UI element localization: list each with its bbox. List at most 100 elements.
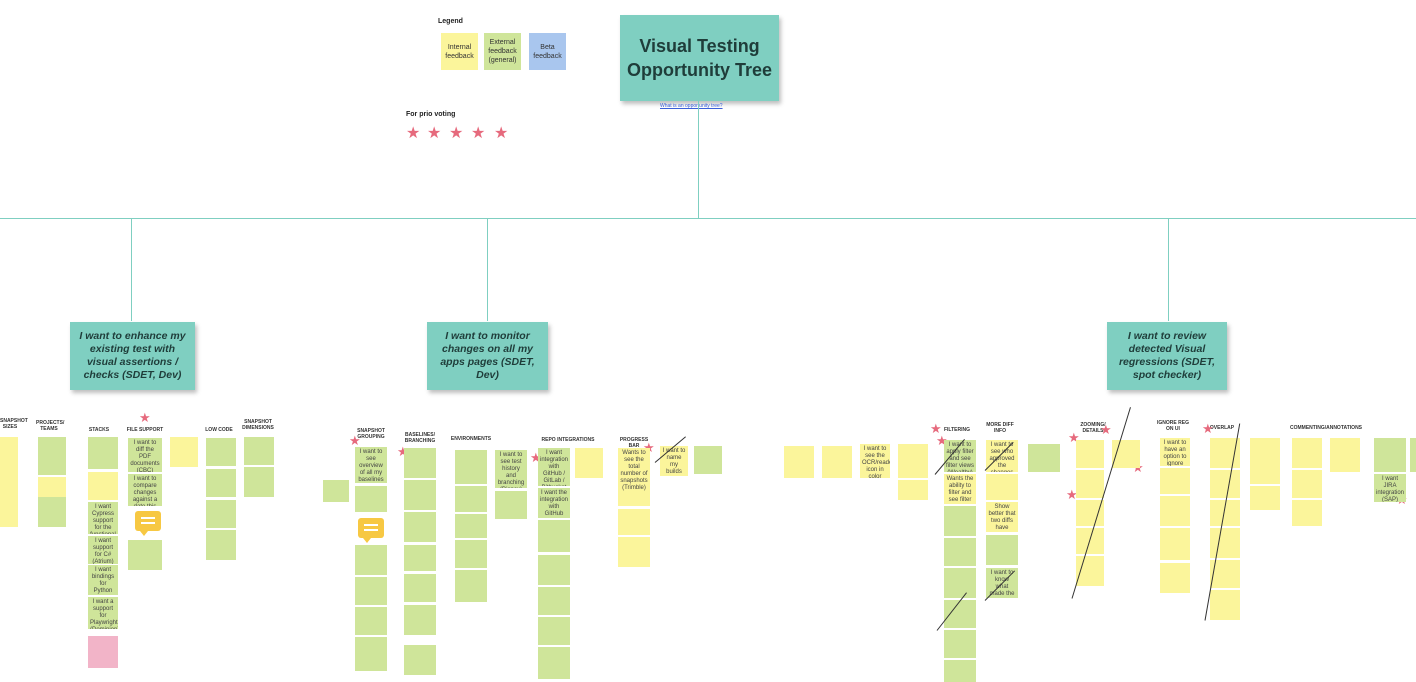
sticky-note	[38, 497, 66, 527]
sticky-note-overview: I want to see overview of all my baselin…	[355, 447, 387, 483]
sticky-note-who-approved: I want to see who approved the changes (…	[986, 440, 1018, 472]
sticky-note	[404, 545, 436, 571]
sticky-note	[404, 574, 436, 602]
category-header: REPO INTEGRATIONS	[541, 437, 595, 443]
sticky-note	[822, 446, 852, 478]
comment-icon[interactable]	[358, 518, 384, 543]
sticky-note	[898, 480, 928, 500]
sticky-note	[1160, 563, 1190, 593]
vote-star-icon: ★	[1066, 487, 1078, 502]
category-header: FILE SUPPORT	[126, 427, 164, 433]
sticky-note	[244, 467, 274, 497]
vote-star-icon[interactable]: ★	[449, 125, 464, 142]
sticky-note	[1028, 444, 1060, 472]
vote-star-icon: ★	[349, 433, 361, 448]
connector-line	[487, 218, 488, 321]
category-header: SNAPSHOT SIZES	[0, 418, 28, 430]
sticky-note-jira: I want JIRA integration (SAP)	[1374, 474, 1406, 502]
sticky-note-ocr: I want to see the OCR/reader icon in col…	[860, 444, 890, 478]
sticky-note-pdf-diff: I want to diff the PDF documents (CBC)	[128, 438, 162, 472]
sticky-note	[538, 647, 570, 679]
sticky-note-compare: I want to compare changes against a date…	[128, 474, 162, 506]
sticky-note	[495, 491, 527, 519]
connector-line	[698, 101, 699, 219]
sticky-note	[1160, 468, 1190, 494]
sticky-note	[986, 474, 1018, 500]
opportunity-card-monitor-changes: I want to monitor changes on all my apps…	[427, 322, 548, 390]
sticky-note	[1076, 440, 1104, 468]
vote-star-icon[interactable]: ★	[471, 125, 486, 142]
page-title: Visual Testing Opportunity Tree	[620, 15, 779, 101]
sticky-note	[1292, 470, 1322, 498]
sticky-note-python: I want bindings for Python (Overlooking,…	[88, 565, 118, 595]
sticky-note	[206, 469, 236, 497]
sticky-note	[1210, 528, 1240, 558]
sticky-note	[206, 530, 236, 560]
sticky-note	[355, 577, 387, 605]
sticky-note	[784, 446, 814, 478]
sticky-note	[538, 520, 570, 552]
sticky-note	[1210, 470, 1240, 498]
sticky-note	[1292, 500, 1322, 526]
sticky-note	[1250, 486, 1280, 510]
category-header: FILTERING	[943, 427, 970, 433]
sticky-note	[0, 437, 18, 527]
sticky-note-build-name: I want to name my builds (Blue)	[660, 446, 688, 476]
prio-voting-label: For prio voting	[406, 111, 456, 118]
sticky-note	[38, 437, 66, 475]
sticky-note	[244, 437, 274, 465]
sticky-note	[455, 570, 487, 602]
sticky-note	[355, 607, 387, 635]
connector-line	[698, 218, 1416, 219]
sticky-note-test-history: I want to see test history and branching…	[495, 450, 527, 488]
sticky-note	[88, 636, 118, 668]
vote-star-icon: ★	[139, 410, 151, 425]
sticky-note	[944, 538, 976, 566]
opportunity-tree-link[interactable]: What is an opportunity tree?	[660, 103, 723, 109]
sticky-note	[88, 437, 118, 469]
category-header: OVERLAP	[1209, 425, 1235, 431]
vote-star-icon: ★	[936, 433, 948, 448]
sticky-note	[1410, 438, 1416, 472]
sticky-note	[1330, 438, 1360, 472]
vote-star-icon[interactable]: ★	[406, 125, 421, 142]
sticky-note	[944, 506, 976, 536]
connector-line	[1168, 218, 1169, 321]
sticky-note-filter-view: Wants the ability to filter and see filt…	[944, 474, 976, 504]
sticky-note	[355, 637, 387, 671]
vote-star-icon[interactable]: ★	[494, 125, 509, 142]
vote-star-icon: ★	[397, 444, 409, 459]
sticky-note-cypress: I want Cypress support for the functiona…	[88, 502, 118, 534]
category-header: BASELINES/ BRANCHING	[404, 432, 436, 444]
legend-internal-note: Internal feedback	[441, 33, 478, 70]
category-header: ENVIRONMENTS	[450, 436, 492, 442]
sticky-note	[618, 509, 650, 535]
connector-line	[131, 218, 132, 321]
sticky-note	[944, 660, 976, 682]
category-header: PROGRESS BAR	[619, 437, 649, 449]
category-header: PROJECTS/ TEAMS	[36, 420, 65, 432]
vote-star-icon: ★	[1202, 421, 1214, 436]
opportunity-card-review-regressions: I want to review detected Visual regress…	[1107, 322, 1227, 390]
comment-icon[interactable]	[135, 511, 161, 536]
category-header: SNAPSHOT DIMENSIONS	[242, 419, 274, 431]
sticky-note	[455, 486, 487, 512]
sticky-note	[206, 438, 236, 466]
vote-star-icon: ★	[1068, 430, 1080, 445]
sticky-note	[455, 450, 487, 484]
sticky-note	[404, 645, 436, 675]
category-header: SNAPSHOT GROUPING	[357, 428, 385, 440]
vote-star-icon: ★	[930, 421, 942, 436]
sticky-note	[1160, 496, 1190, 526]
sticky-note	[944, 630, 976, 658]
sticky-note-show-better: Show better that two diffs have differen…	[986, 502, 1018, 532]
vote-star-icon[interactable]: ★	[427, 125, 442, 142]
sticky-note	[1076, 470, 1104, 498]
sticky-note	[1374, 438, 1406, 472]
sticky-note	[404, 480, 436, 510]
category-header: COMMENTING/ANNOTATIONS	[1289, 425, 1363, 431]
sticky-note	[538, 587, 570, 615]
sticky-note	[1250, 438, 1280, 484]
sticky-note-github-actions: I want the integration with GitHub actio…	[538, 488, 570, 518]
sticky-note	[323, 480, 349, 502]
